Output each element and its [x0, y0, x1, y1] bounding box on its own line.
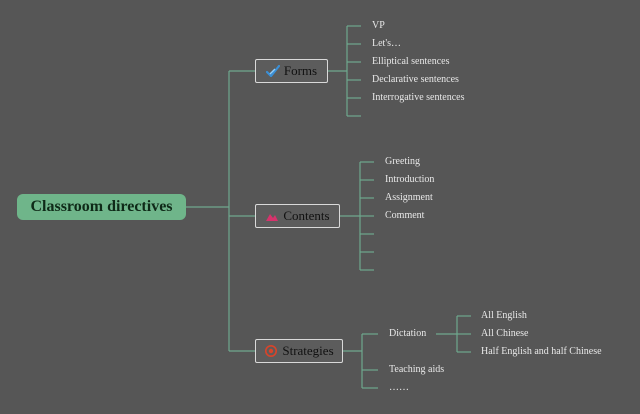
mountain-icon — [265, 210, 279, 222]
contents-item[interactable]: Assignment — [385, 192, 433, 203]
branch-node-contents[interactable]: Contents — [255, 204, 340, 228]
check-pen-icon — [265, 65, 280, 77]
branch-label-forms: Forms — [283, 63, 318, 78]
branch-label-contents: Contents — [283, 208, 330, 223]
contents-item[interactable]: Greeting — [385, 156, 420, 167]
contents-item[interactable]: Comment — [385, 210, 425, 221]
dictation-sub-item[interactable]: All Chinese — [481, 328, 529, 339]
dictation-sub-item[interactable]: Half English and half Chinese — [481, 346, 602, 357]
strategies-item[interactable]: Teaching aids — [389, 364, 445, 375]
branch-label-strategies: Strategies — [282, 343, 334, 358]
branch-node-strategies[interactable]: Strategies — [255, 339, 343, 363]
root-label: Classroom directives — [30, 198, 173, 215]
forms-item[interactable]: Elliptical sentences — [372, 56, 450, 67]
forms-item[interactable]: Let's… — [372, 38, 402, 49]
strategies-item[interactable]: …… — [389, 382, 409, 393]
forms-item[interactable]: VP — [372, 20, 385, 31]
target-icon — [264, 345, 278, 357]
strategies-item-dictation[interactable]: Dictation — [389, 328, 427, 339]
dictation-sub-item[interactable]: All English — [481, 310, 527, 321]
root-node[interactable]: Classroom directives — [17, 194, 186, 220]
branch-node-forms[interactable]: Forms — [255, 59, 328, 83]
forms-item[interactable]: Interrogative sentences — [372, 92, 465, 103]
forms-item[interactable]: Declarative sentences — [372, 74, 459, 85]
contents-item[interactable]: Introduction — [385, 174, 435, 185]
